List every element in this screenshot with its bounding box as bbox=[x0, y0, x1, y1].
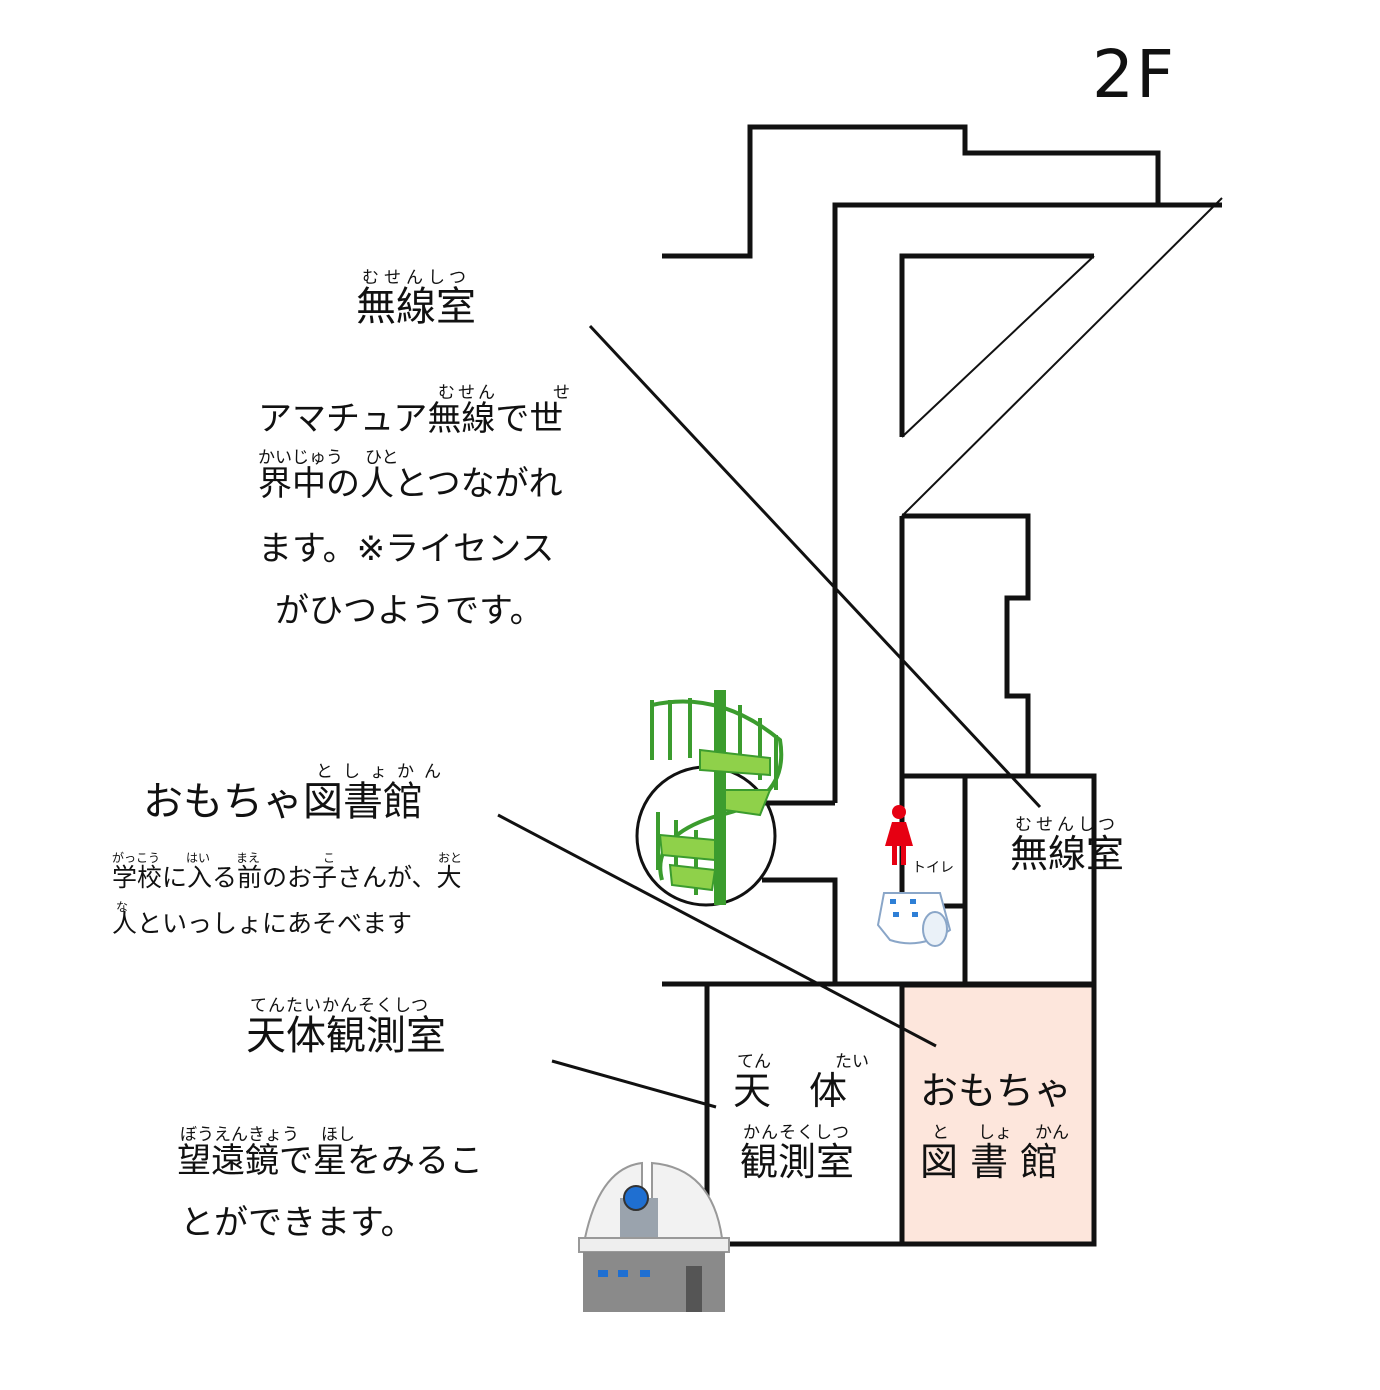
room-obs-line-2: 観測室 bbox=[740, 1140, 854, 1184]
callout-toy-ruby-3: まえ bbox=[236, 851, 260, 865]
callout-obs-line-2: とができます。 bbox=[180, 1203, 415, 1243]
room-obs-line-1: 天 体 bbox=[733, 1069, 847, 1113]
callout-radio-line-2: 界中の人とつながれ bbox=[258, 464, 563, 504]
room-top-wall bbox=[902, 773, 1097, 983]
leader-toy-library bbox=[497, 813, 937, 1048]
diaper-icon bbox=[876, 892, 952, 947]
callout-toy-title-ruby: としょかん bbox=[316, 762, 451, 782]
toy-library-room bbox=[899, 982, 1097, 1247]
callout-radio: むせんしつ 無線室 むせん せ アマチュア無線で世 かいじゅう ひと 界中の人と… bbox=[258, 268, 570, 631]
room-toy-line-1: おもちゃ bbox=[920, 1069, 1072, 1113]
room-toy-ruby-b: しょ bbox=[978, 1123, 1012, 1143]
leader-radio bbox=[588, 324, 1042, 809]
callout-radio-line-4: がひつようです。 bbox=[275, 591, 544, 631]
room-radio-label: 無線室 bbox=[1010, 832, 1124, 876]
callout-radio-line-3: ます。※ライセンス bbox=[258, 529, 554, 569]
inner-wall-right bbox=[902, 513, 1031, 776]
outer-wall-top bbox=[662, 124, 1161, 259]
callout-obs-line-1: 望遠鏡で星をみるこ bbox=[177, 1141, 483, 1181]
leader-observatory bbox=[551, 1059, 717, 1109]
callout-toy-ruby-2: はい bbox=[186, 851, 210, 865]
female-toilet-icon bbox=[885, 805, 913, 865]
room-toy-ruby-a: と bbox=[932, 1123, 949, 1143]
callout-radio-title: 無線室 bbox=[356, 284, 476, 330]
callout-toy-title: おもちゃ図書館 bbox=[143, 779, 423, 825]
room-radio-ruby: むせんしつ bbox=[1015, 815, 1119, 835]
spiral-staircase-icon bbox=[635, 690, 784, 907]
room-toilet-label: トイレ bbox=[912, 860, 954, 876]
callout-toy-ruby-5: おと bbox=[438, 851, 462, 865]
room-obs-ruby-2: かんそくしつ bbox=[743, 1123, 850, 1143]
room-radio: むせんしつ 無線室 bbox=[1010, 815, 1124, 876]
corridor-wall-left bbox=[832, 202, 1222, 803]
triangle-wall bbox=[899, 253, 1094, 437]
triangle-diagonal bbox=[901, 255, 1095, 438]
callout-radio-ruby-4: ひと bbox=[365, 448, 399, 468]
callout-toy-line-2: 人といっしょにあそべます bbox=[112, 909, 412, 938]
room-toy-line-2: 図 書 館 bbox=[920, 1140, 1058, 1184]
callout-radio-ruby-2: せ bbox=[553, 383, 570, 403]
callout-toy-ruby-1: がっこう bbox=[112, 850, 160, 865]
callout-obs-title-ruby: てんたいかんそくしつ bbox=[250, 996, 429, 1016]
callout-toy-library: としょかん おもちゃ図書館 がっこう はい まえ こ おと 学校に入る前のお子さ… bbox=[112, 762, 462, 938]
thin-lines bbox=[901, 197, 1223, 517]
callout-obs-ruby-1: ぼうえんきょう bbox=[180, 1125, 299, 1145]
observatory-wall bbox=[704, 984, 902, 1247]
callout-radio-ruby-1: むせん bbox=[438, 383, 498, 403]
floor-label: 2F bbox=[1092, 36, 1176, 113]
room-obs-ruby-1b: たい bbox=[835, 1052, 869, 1072]
room-obs-ruby-1a: てん bbox=[737, 1052, 771, 1072]
callout-toy-line-1: 学校に入る前のお子さんが、大 bbox=[112, 863, 462, 892]
callout-toy-ruby-4: こ bbox=[323, 851, 335, 865]
callout-radio-line-1: アマチュア無線で世 bbox=[258, 399, 563, 439]
observatory-dome-icon bbox=[578, 1161, 730, 1312]
corridor-diagonal bbox=[901, 197, 1223, 517]
callout-obs-ruby-2: ほし bbox=[321, 1125, 355, 1145]
stair-wall-bottom bbox=[762, 877, 838, 983]
room-toy-ruby-c: かん bbox=[1035, 1123, 1069, 1143]
callout-radio-title-ruby: むせんしつ bbox=[362, 268, 471, 288]
room-toy-library: おもちゃ と しょ かん 図 書 館 bbox=[920, 1069, 1072, 1184]
callout-toy-ruby-6: な bbox=[116, 900, 128, 914]
room-observatory: てん たい 天 体 かんそくしつ 観測室 bbox=[733, 1052, 869, 1184]
callout-observatory: てんたいかんそくしつ 天体観測室 ぼうえんきょう ほし 望遠鏡で星をみるこ とが… bbox=[177, 996, 483, 1243]
callout-obs-title: 天体観測室 bbox=[246, 1013, 446, 1059]
leader-lines bbox=[497, 324, 1042, 1109]
callout-radio-ruby-3: かいじゅう bbox=[258, 448, 343, 468]
